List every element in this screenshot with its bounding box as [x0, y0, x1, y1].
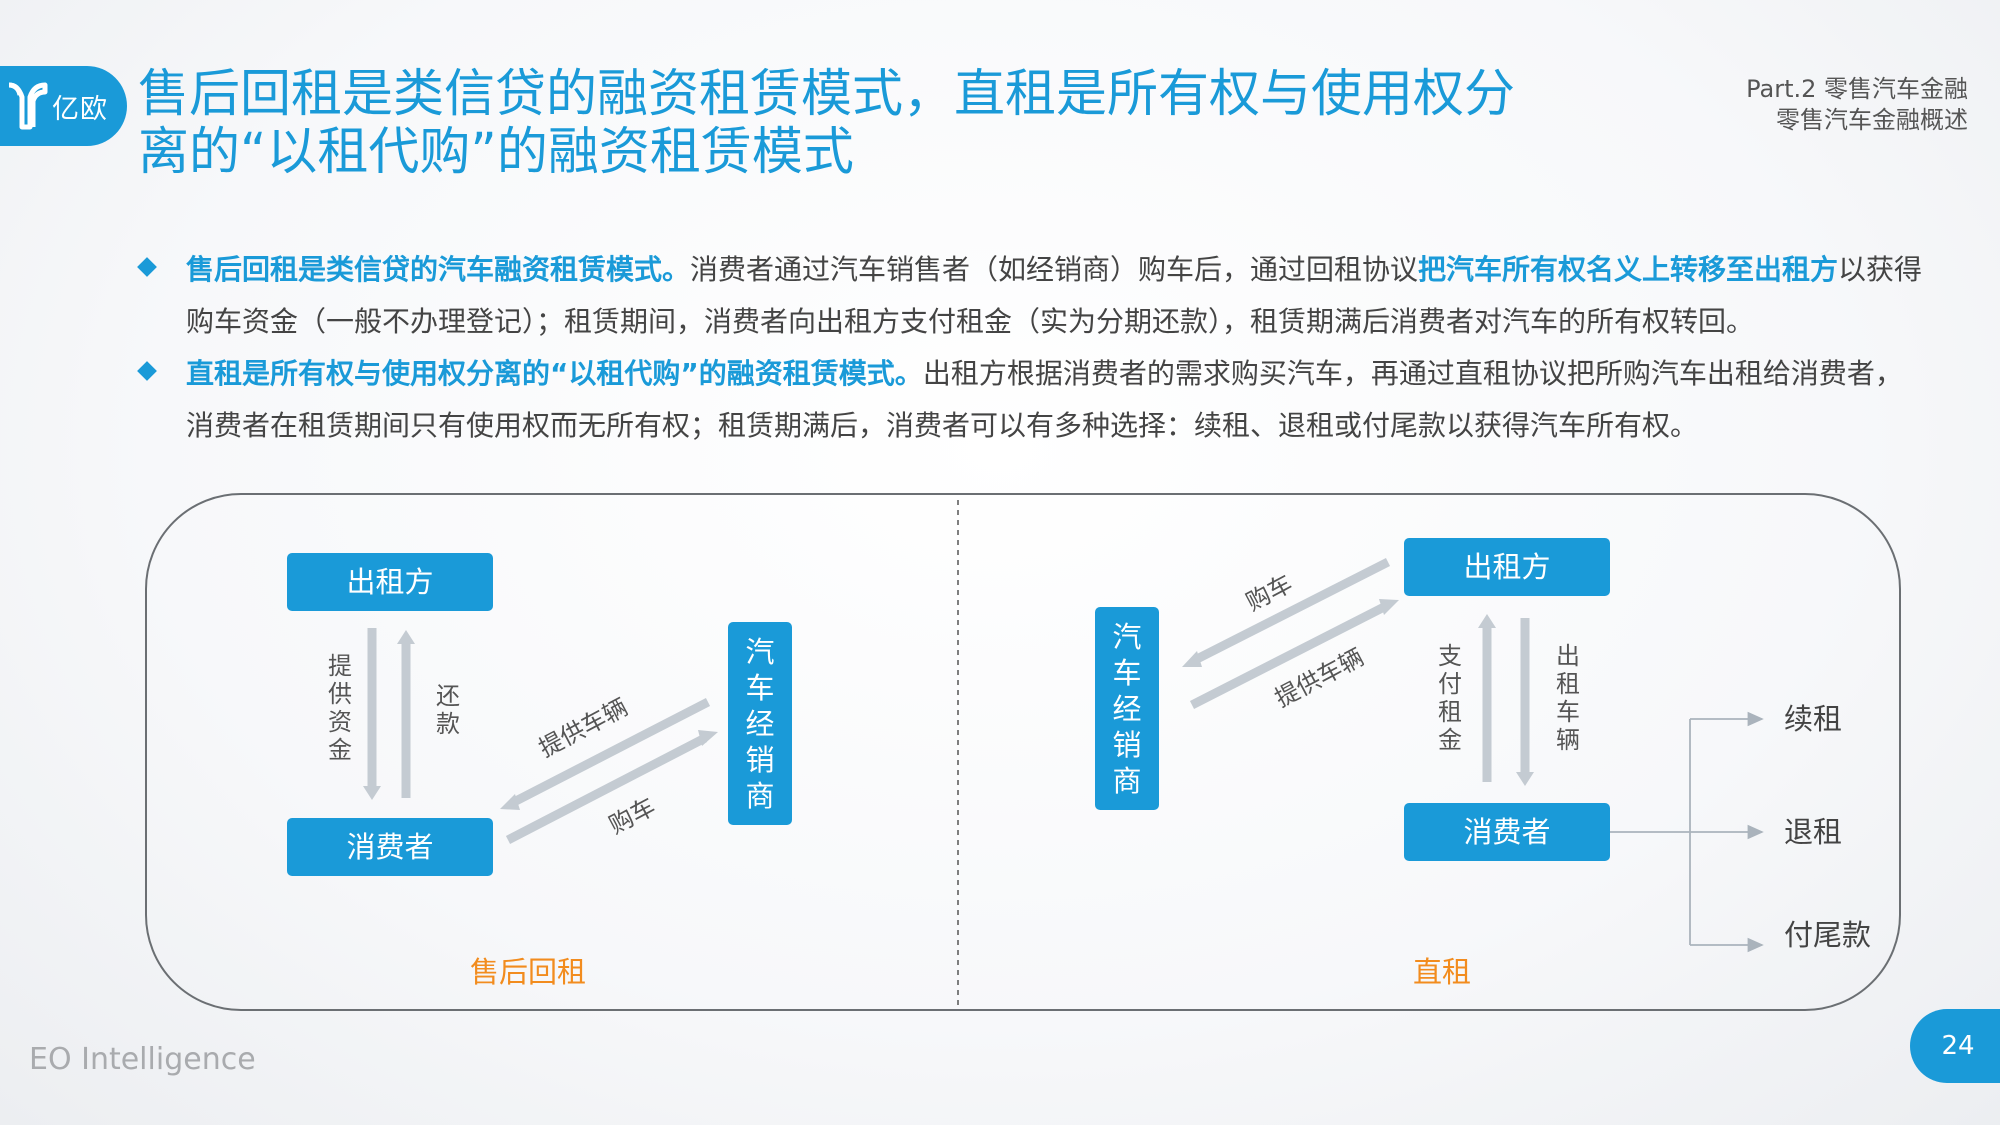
- direct-lessor-label: 出租方: [1463, 550, 1550, 584]
- footer-brand: EO Intelligence: [29, 1042, 256, 1077]
- svg-text:支: 支: [1438, 642, 1462, 670]
- leaseback-lessor-label: 出租方: [346, 565, 433, 599]
- svg-text:车: 车: [1556, 698, 1580, 726]
- leaseback-diagram: 出租方 消费者 汽 车 经 销 商 提 供 资 金 还 款: [287, 553, 792, 989]
- provide-vehicle-arrow: [509, 697, 711, 808]
- svg-text:供: 供: [328, 680, 352, 708]
- section-part: Part.2 零售汽车金融: [1746, 75, 1968, 103]
- leaseback-dealer-label: 汽 车 经 销 商: [745, 635, 774, 813]
- bullet-1-bold: 售后回租是类信贷的汽车融资租赁模式。: [186, 253, 691, 286]
- direct-dealer-char-3: 经: [1112, 692, 1141, 726]
- svg-text:还: 还: [436, 682, 460, 710]
- leaseback-dealer-char-5: 商: [745, 779, 774, 813]
- pay-rent-arrowhead: [1478, 614, 1496, 628]
- leaseback-dealer-char-1: 汽: [745, 635, 774, 669]
- svg-text:提: 提: [328, 652, 352, 680]
- leaseback-lessor-box: [287, 553, 493, 611]
- section-subtitle: 零售汽车金融概述: [1776, 106, 1968, 134]
- direct-dealer-char-5: 商: [1112, 764, 1141, 798]
- bullet-item-leaseback: 售后回租是类信贷的汽车融资租赁模式。消费者通过汽车销售者（如经销商）购车后，通过…: [137, 244, 1930, 348]
- section-tag: Part.2 零售汽车金融 零售汽车金融概述: [1746, 74, 1968, 136]
- svg-text:金: 金: [1438, 726, 1462, 754]
- leaseback-consumer-label: 消费者: [346, 830, 433, 864]
- option-renew: 续租: [1784, 702, 1842, 736]
- svg-text:资: 资: [328, 708, 352, 736]
- logo-text: 亿欧: [52, 93, 108, 125]
- direct-consumer-label: 消费者: [1463, 815, 1550, 849]
- svg-text:款: 款: [436, 710, 460, 738]
- svg-text:付: 付: [1438, 670, 1462, 698]
- logo-badge: 亿欧: [0, 66, 127, 146]
- buy-car-arrow: [505, 734, 708, 844]
- svg-text:金: 金: [328, 736, 352, 764]
- leaseback-caption: 售后回租: [470, 955, 586, 989]
- direct-lessor-box: [1404, 538, 1610, 596]
- lease-vehicle-label: 出 租 车 辆: [1556, 642, 1580, 754]
- option-return: 退租: [1784, 815, 1842, 849]
- direct-dealer-char-2: 车: [1112, 656, 1141, 690]
- direct-provide-vehicle-arrowhead: [1379, 599, 1399, 615]
- direct-dealer-char-1: 汽: [1112, 620, 1141, 654]
- direct-buy-car-arrowhead: [1182, 651, 1202, 667]
- yiou-logo-icon: [8, 82, 48, 130]
- provide-funds-label: 提 供 资 金: [328, 652, 352, 764]
- svg-text:辆: 辆: [1556, 726, 1580, 754]
- svg-text:出: 出: [1556, 642, 1580, 670]
- bullet-1-text-2: 以获得购车资金（一般不办理登记）；租赁期间，消费者向出租方支付租金（实为分期还款…: [186, 253, 1923, 338]
- bullet-2-bold: 直租是所有权与使用权分离的“以租代购”的融资租赁模式。: [186, 357, 923, 390]
- direct-provide-vehicle-arrow: [1189, 601, 1389, 710]
- provide-funds-arrowhead: [363, 786, 381, 800]
- lease-vehicle-arrowhead: [1516, 772, 1534, 786]
- direct-dealer-char-4: 销: [1112, 728, 1141, 762]
- leaseback-dealer-box: [728, 622, 792, 825]
- bullet-item-direct-lease: 直租是所有权与使用权分离的“以租代购”的融资租赁模式。出租方根据消费者的需求购买…: [137, 348, 1930, 452]
- leaseback-consumer-box: [287, 818, 493, 876]
- leaseback-dealer-char-2: 车: [745, 671, 774, 705]
- direct-dealer-label: 汽 车 经 销 商: [1112, 620, 1141, 798]
- repay-arrowhead: [397, 630, 415, 644]
- bullet-1-bold-2: 把汽车所有权名义上转移至出租方: [1418, 253, 1839, 286]
- bullet-2-text: 出租方根据消费者的需求购买汽车，再通过直租协议把所购汽车出租给消费者，消费者在租…: [186, 357, 1903, 442]
- pay-rent-label: 支 付 租 金: [1438, 642, 1462, 754]
- direct-consumer-box: [1404, 803, 1610, 861]
- repay-label: 还 款: [436, 682, 460, 738]
- direct-dealer-box: [1095, 607, 1159, 810]
- buy-car-arrowhead: [698, 730, 718, 746]
- page-number-badge: 24: [1910, 1009, 2000, 1083]
- page-number: 24: [1941, 1031, 1975, 1061]
- bullet-1-text: 消费者通过汽车销售者（如经销商）购车后，通过回租协议: [690, 253, 1419, 286]
- title-line-2: 离的“以租代购”的融资租赁模式: [138, 123, 854, 182]
- direct-lease-caption: 直租: [1413, 955, 1471, 989]
- title-line-1: 售后回租是类信贷的融资租赁模式，直租是所有权与使用权分: [138, 65, 1516, 124]
- leaseback-dealer-char-3: 经: [745, 707, 774, 741]
- page-title: 售后回租是类信贷的融资租赁模式，直租是所有权与使用权分 离的“以租代购”的融资租…: [138, 66, 1518, 182]
- leaseback-dealer-char-4: 销: [745, 743, 774, 777]
- direct-buy-car-arrow: [1192, 557, 1391, 665]
- provide-vehicle-arrowhead: [500, 794, 520, 810]
- bullet-list: 售后回租是类信贷的汽车融资租赁模式。消费者通过汽车销售者（如经销商）购车后，通过…: [137, 244, 1930, 452]
- leaseback-buy-car-label: 购车: [604, 792, 660, 839]
- svg-text:租: 租: [1556, 670, 1580, 698]
- direct-lease-diagram: 出租方 消费者 汽 车 经 销 商 购车 提供车辆 支 付 租 金 出: [1095, 538, 1871, 989]
- diagram-frame: [145, 493, 1901, 1011]
- option-balloon-payment: 付尾款: [1784, 918, 1871, 952]
- svg-text:租: 租: [1438, 698, 1462, 726]
